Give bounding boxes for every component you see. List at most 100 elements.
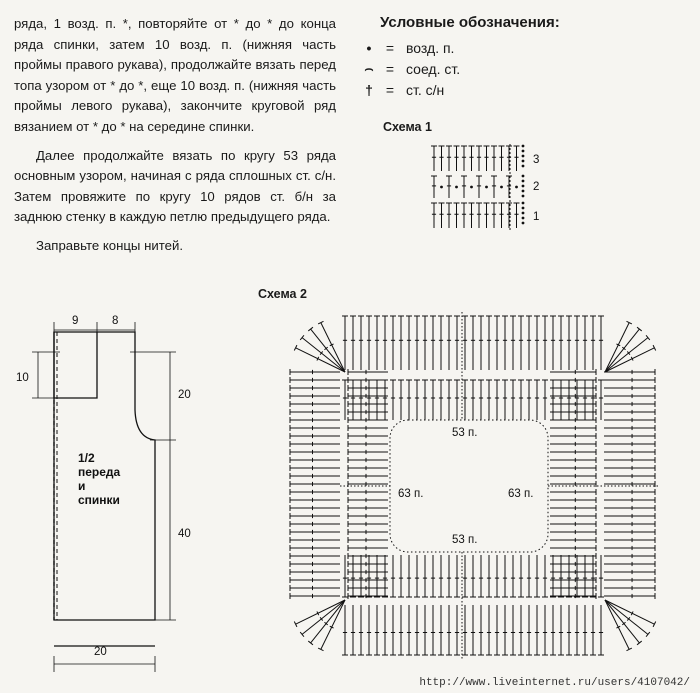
double-crochet-symbol xyxy=(289,593,340,599)
double-crochet-symbol xyxy=(461,145,467,171)
double-crochet-symbol xyxy=(518,315,524,370)
double-crochet-symbol xyxy=(289,401,340,407)
double-crochet-symbol xyxy=(358,379,364,420)
double-crochet-symbol xyxy=(289,393,340,399)
pattern-label-line-2: переда xyxy=(78,465,121,479)
double-crochet-symbol xyxy=(582,379,588,420)
double-crochet-symbol xyxy=(299,334,346,373)
double-crochet-symbol xyxy=(550,513,597,519)
armhole-cut xyxy=(53,332,98,399)
scheme-1-chart xyxy=(431,144,525,230)
double-crochet-symbol xyxy=(398,379,404,420)
double-crochet-symbol xyxy=(454,605,460,656)
double-crochet-symbol xyxy=(462,315,468,370)
double-crochet-symbol xyxy=(431,145,437,171)
double-crochet-symbol xyxy=(550,473,597,479)
chain-dot xyxy=(521,194,525,198)
scheme-2-chart xyxy=(289,312,658,660)
double-crochet-symbol xyxy=(550,385,597,391)
scheme-1-row-label-1: 1 xyxy=(533,211,539,223)
double-crochet-symbol xyxy=(347,561,388,567)
double-crochet-symbol xyxy=(446,202,452,228)
double-crochet-symbol xyxy=(406,555,412,598)
double-crochet-symbol xyxy=(438,315,444,370)
double-crochet-symbol xyxy=(289,529,340,535)
double-crochet-symbol xyxy=(347,417,388,423)
double-crochet-symbol xyxy=(374,605,380,656)
double-crochet-symbol xyxy=(604,457,656,463)
scheme-1-title: Схема 1 xyxy=(383,120,432,134)
chain-dot xyxy=(485,185,488,189)
double-crochet-symbol xyxy=(382,379,388,420)
double-crochet-symbol xyxy=(550,577,597,583)
double-crochet-symbol xyxy=(604,599,651,638)
double-crochet-symbol xyxy=(414,555,420,598)
double-crochet-symbol xyxy=(358,315,364,370)
double-crochet-symbol xyxy=(478,555,484,598)
double-crochet-symbol xyxy=(289,385,340,391)
double-crochet-symbol xyxy=(461,202,467,228)
dimension-label-10: 10 xyxy=(16,372,29,384)
chain-dot xyxy=(521,211,525,215)
double-crochet-symbol xyxy=(289,489,340,495)
double-crochet-symbol xyxy=(604,344,657,373)
chain-stitch-icon: • xyxy=(366,39,372,56)
double-crochet-symbol xyxy=(550,449,597,455)
double-crochet-symbol xyxy=(604,425,656,431)
double-crochet-symbol xyxy=(289,457,340,463)
double-crochet-symbol xyxy=(470,555,476,598)
chain-dot xyxy=(521,174,525,178)
double-crochet-symbol xyxy=(566,379,572,420)
double-crochet-symbol xyxy=(550,417,597,423)
double-crochet-symbol xyxy=(550,457,597,463)
scheme-2-label-right: 63 п. xyxy=(508,488,533,500)
double-crochet-symbol xyxy=(289,377,340,383)
double-crochet-symbol xyxy=(604,334,651,373)
double-crochet-symbol xyxy=(550,537,597,543)
double-crochet-symbol xyxy=(550,561,597,567)
legend-row-slip: ⌢ = соед. ст. xyxy=(360,58,660,79)
double-crochet-symbol xyxy=(347,369,388,375)
legend-equals: = xyxy=(385,60,395,77)
double-crochet-symbol xyxy=(491,145,497,171)
double-crochet-symbol xyxy=(347,593,388,599)
double-crochet-symbol xyxy=(446,145,452,171)
double-crochet-symbol xyxy=(550,505,597,511)
double-crochet-symbol xyxy=(347,465,388,471)
chain-dot xyxy=(521,149,525,153)
double-crochet-symbol xyxy=(454,315,460,370)
double-crochet-symbol xyxy=(470,379,476,420)
chain-dot xyxy=(521,189,525,193)
double-crochet-symbol xyxy=(347,497,388,503)
double-crochet-symbol xyxy=(289,513,340,519)
double-crochet-symbol xyxy=(598,379,604,420)
double-crochet-symbol xyxy=(486,379,492,420)
pattern-label-line-1: 1/2 xyxy=(78,451,95,465)
double-crochet-symbol xyxy=(289,473,340,479)
double-crochet-symbol xyxy=(347,545,388,551)
dimension-label-8: 8 xyxy=(112,315,118,327)
pattern-label-line-4: спинки xyxy=(78,493,120,507)
double-crochet-symbol xyxy=(317,599,346,652)
chain-dot xyxy=(521,201,525,205)
double-crochet-symbol xyxy=(289,497,340,503)
chain-dot xyxy=(521,179,525,183)
double-crochet-symbol xyxy=(347,433,388,439)
double-crochet-symbol xyxy=(510,379,516,420)
dimension-label-9: 9 xyxy=(72,315,78,327)
double-crochet-symbol xyxy=(289,521,340,527)
double-crochet-symbol xyxy=(542,315,548,370)
double-crochet-symbol xyxy=(558,605,564,656)
double-crochet-symbol xyxy=(542,605,548,656)
double-crochet-symbol xyxy=(574,315,580,370)
double-crochet-symbol xyxy=(550,569,597,575)
legend-equals: = xyxy=(385,39,395,56)
double-crochet-symbol xyxy=(390,379,396,420)
double-crochet-symbol xyxy=(289,505,340,511)
double-crochet-symbol xyxy=(446,175,452,198)
double-crochet-symbol xyxy=(502,605,508,656)
legend-title: Условные обозначения: xyxy=(380,14,560,31)
double-crochet-symbol xyxy=(542,379,548,420)
chain-dot xyxy=(470,185,473,189)
